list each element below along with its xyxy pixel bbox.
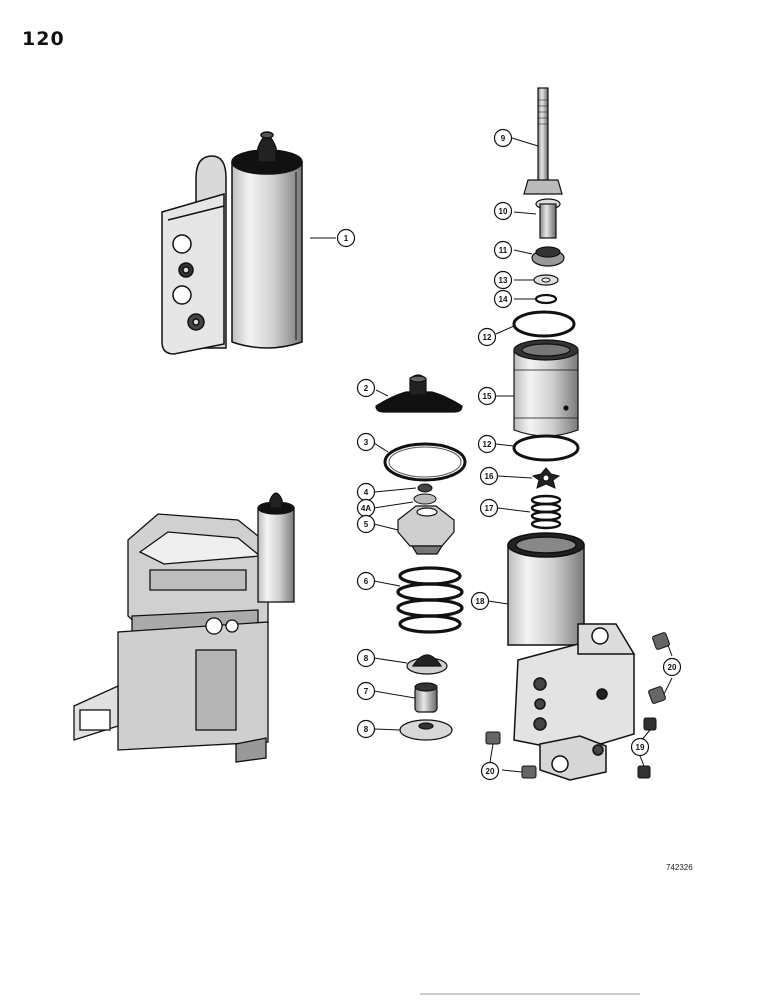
compressor-assembly-illustration [73,492,295,763]
callout-label: 3 [364,438,369,447]
part-10-piston [535,198,561,239]
callout-c6: 6 [356,571,376,591]
callout-c10: 10 [493,201,513,221]
callout-c2: 2 [356,378,376,398]
part-4-nut [413,483,437,505]
callout-c4a: 4A [356,498,376,518]
callout-c20b: 20 [480,761,500,781]
part-18-governor-body [507,532,636,781]
part-9-stem [523,87,563,195]
part-12-o-ring-upper [512,310,576,338]
part-3-ring [383,442,467,482]
part-17-small-spring [530,494,562,530]
callout-c3: 3 [356,432,376,452]
callout-label: 20 [668,663,677,672]
callout-label: 9 [501,134,506,143]
part-12-o-ring-lower [512,434,580,462]
callout-label: 13 [499,276,508,285]
page-number: 120 [22,28,65,50]
callout-c9: 9 [493,128,513,148]
callout-c5: 5 [356,514,376,534]
callout-label: 18 [476,597,485,606]
part-20-plug-right-upper [648,632,670,704]
callout-label: 14 [499,295,508,304]
callout-label: 5 [364,520,369,529]
figure-code: 742326 [666,863,693,872]
callout-c12b: 12 [477,434,497,454]
callout-label: 11 [499,246,508,255]
callout-c17: 17 [479,498,499,518]
callout-label: 8 [364,725,369,734]
callout-c18: 18 [470,591,490,611]
callout-c12a: 12 [477,327,497,347]
callout-label: 15 [483,392,492,401]
part-15-cylinder-sleeve [513,339,579,437]
part-16-star-clip [531,467,561,489]
callout-c7: 7 [356,681,376,701]
part-7-bushing [414,682,438,713]
callout-label: 19 [636,743,645,752]
part-5-valve-body [397,505,455,555]
callout-label: 4 [364,488,369,497]
callout-label: 16 [485,472,494,481]
callout-label: 7 [364,687,369,696]
callout-c11: 11 [493,240,513,260]
callout-c20a: 20 [662,657,682,677]
callout-label: 10 [499,207,508,216]
part-6-spring [396,566,464,634]
callout-c14: 14 [493,289,513,309]
part-1-governor-housing [161,131,303,355]
callout-label: 2 [364,384,369,393]
callout-c16: 16 [479,466,499,486]
part-8-washer-plate-lower [399,719,453,741]
callout-label: 12 [483,440,492,449]
callout-label: 8 [364,654,369,663]
callout-c19: 19 [630,737,650,757]
callout-label: 20 [486,767,495,776]
callout-c13: 13 [493,270,513,290]
callout-label: 4A [361,504,371,513]
part-8-spring-seat-upper [406,654,448,675]
callout-c8b: 8 [356,719,376,739]
part-2-diaphragm-cap [375,374,463,413]
callout-label: 1 [344,234,349,243]
callout-label: 12 [483,333,492,342]
part-19-plug [637,717,657,779]
part-20-plug-left-lower [485,731,537,779]
callout-c15: 15 [477,386,497,406]
callout-label: 17 [485,504,494,513]
part-14-small-o-ring [534,293,558,305]
callout-label: 6 [364,577,369,586]
callout-c4: 4 [356,482,376,502]
part-11-valve-seat [531,246,565,267]
callout-c8a: 8 [356,648,376,668]
part-13-washer [533,274,559,286]
callout-c1: 1 [336,228,356,248]
